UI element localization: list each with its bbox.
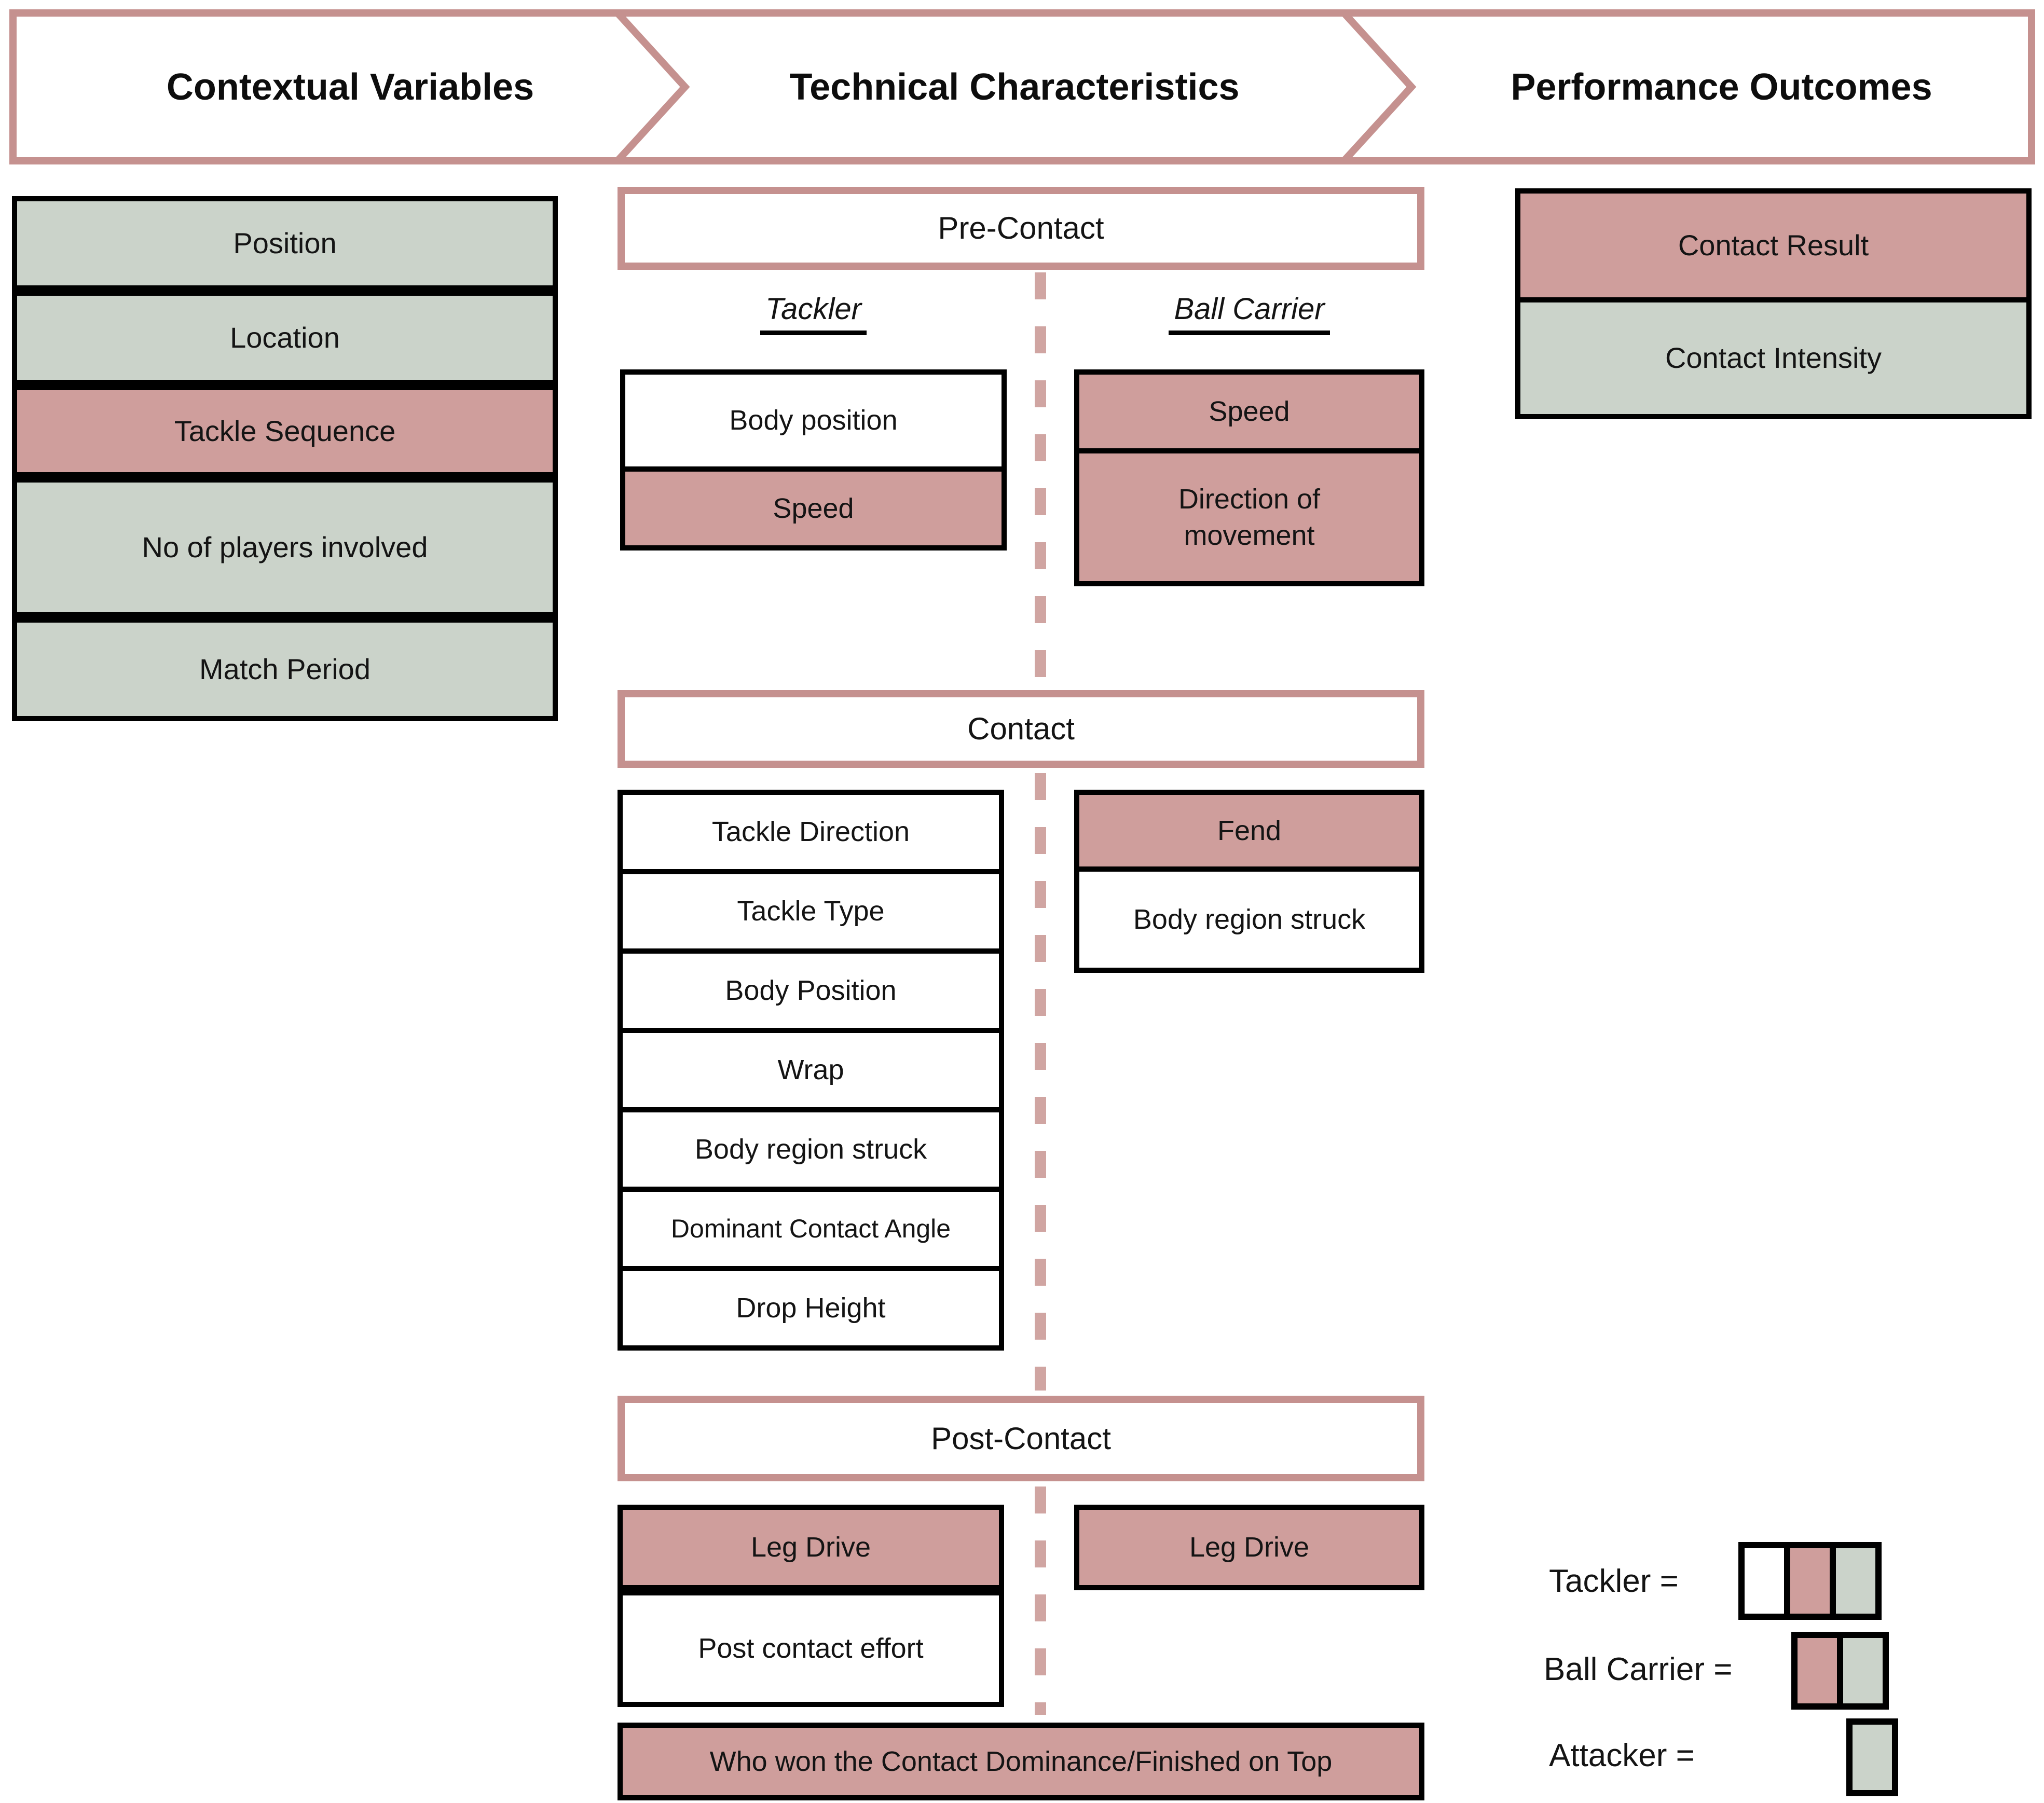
banner-title-technical: Technical Characteristics — [789, 66, 1240, 108]
contact-dominance-summary-box: Who won the Contact Dominance/Finished o… — [618, 1723, 1424, 1800]
chevron-separator-icon — [1341, 10, 1417, 163]
legend-swatches-ball-carrier — [1791, 1632, 1889, 1710]
contextual-box-position: Position — [12, 196, 558, 291]
banner-title-contextual: Contextual Variables — [166, 66, 534, 108]
post-contact-ball-carrier-leg-drive: Leg Drive — [1074, 1505, 1424, 1590]
legend-swatch-green — [1846, 1718, 1898, 1796]
contextual-box-tackle-sequence: Tackle Sequence — [12, 385, 558, 477]
contact-ball-carrier-fend: Fend — [1074, 790, 1424, 872]
legend-swatch-green — [1830, 1542, 1882, 1620]
legend-label-tackler: Tackler = — [1549, 1563, 1679, 1599]
contextual-box-match-period: Match Period — [12, 617, 558, 721]
performance-box-contact-result: Contact Result — [1515, 188, 2032, 302]
phase-header-post-contact: Post-Contact — [618, 1396, 1424, 1481]
legend-swatches-tackler — [1738, 1542, 1882, 1620]
contact-tackler-tackle-type: Tackle Type — [618, 869, 1004, 954]
pre-contact-ball-carrier-speed: Speed — [1074, 369, 1424, 453]
pre-contact-ball-carrier-direction: Direction of movement — [1074, 448, 1424, 586]
legend-swatch-green — [1837, 1632, 1889, 1710]
dashed-divider-pre-contact — [1035, 272, 1046, 687]
post-contact-tackler-post-contact-effort: Post contact effort — [618, 1590, 1004, 1707]
post-contact-tackler-leg-drive: Leg Drive — [618, 1505, 1004, 1590]
dashed-divider-contact — [1035, 773, 1046, 1391]
contact-tackler-drop-height: Drop Height — [618, 1266, 1004, 1351]
contact-tackler-dominant-contact-angle: Dominant Contact Angle — [618, 1187, 1004, 1271]
banner-title-performance: Performance Outcomes — [1511, 66, 1932, 108]
legend-swatches-attacker — [1846, 1718, 1898, 1796]
contact-tackler-tackle-direction: Tackle Direction — [618, 790, 1004, 874]
contact-tackler-wrap: Wrap — [618, 1028, 1004, 1112]
chevron-banner — [9, 9, 2035, 164]
contact-ball-carrier-body-region-struck: Body region struck — [1074, 866, 1424, 973]
banner-outline — [9, 9, 2035, 164]
dashed-divider-post-contact — [1035, 1487, 1046, 1715]
chevron-separator-icon — [614, 10, 690, 163]
contact-tackler-body-position: Body Position — [618, 948, 1004, 1033]
legend-swatch-pink — [1791, 1632, 1843, 1710]
pre-contact-tackler-body-position: Body position — [620, 369, 1007, 472]
performance-box-contact-intensity: Contact Intensity — [1515, 297, 2032, 419]
ball-carrier-column-heading: Ball Carrier — [1074, 292, 1424, 335]
legend-swatch-pink — [1784, 1542, 1836, 1620]
phase-header-contact: Contact — [618, 690, 1424, 768]
tackler-column-heading: Tackler — [620, 292, 1007, 335]
pre-contact-tackler-speed: Speed — [620, 466, 1007, 550]
phase-header-pre-contact: Pre-Contact — [618, 187, 1424, 270]
contextual-box-location: Location — [12, 291, 558, 385]
legend-label-attacker: Attacker = — [1549, 1738, 1695, 1773]
legend-swatch-white — [1738, 1542, 1790, 1620]
contextual-box-players-involved: No of players involved — [12, 477, 558, 617]
legend-label-ball-carrier: Ball Carrier = — [1544, 1651, 1733, 1687]
contact-tackler-body-region-struck: Body region struck — [618, 1107, 1004, 1192]
